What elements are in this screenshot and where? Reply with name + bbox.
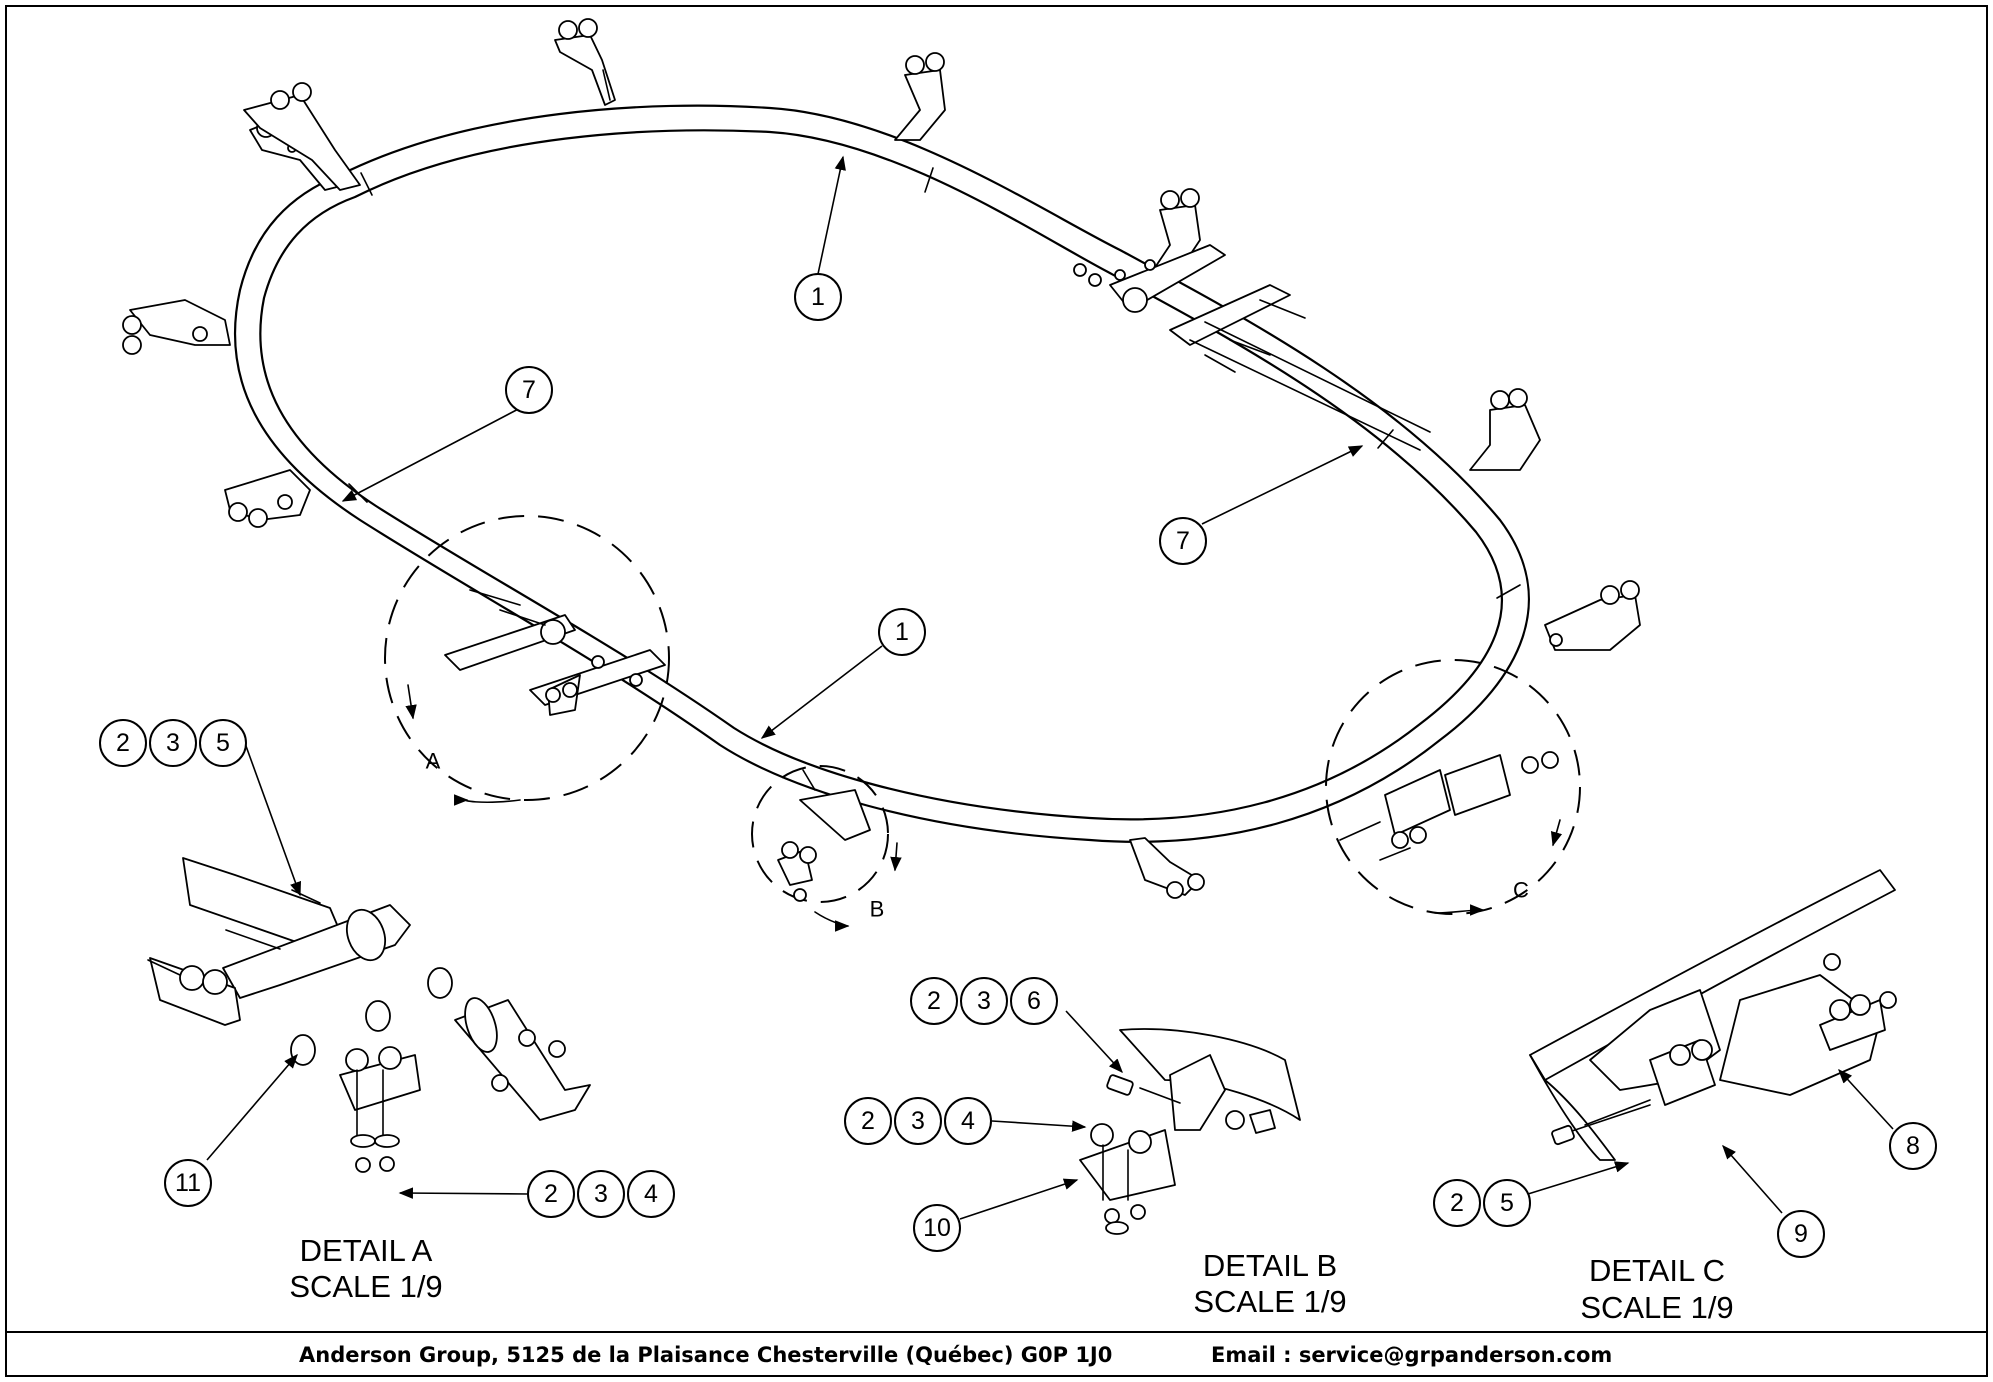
svg-text:2: 2 (927, 987, 941, 1015)
svg-text:3: 3 (911, 1107, 925, 1135)
balloon-group-c-left: 2 5 (1433, 1179, 1531, 1227)
view-arrow-a2 (454, 794, 521, 806)
svg-text:2: 2 (116, 729, 130, 757)
lower-crossbar-assembly (444, 589, 666, 716)
view-arrow-b (890, 842, 902, 872)
main-oval-rail (233, 104, 1530, 843)
svg-text:4: 4 (961, 1107, 975, 1135)
balloon-7-left: 7 (505, 366, 553, 414)
svg-text:3: 3 (594, 1180, 608, 1208)
balloon-group-a-bottom: 2 3 4 (527, 1170, 675, 1218)
upper-crossbar-assembly (1073, 244, 1431, 451)
svg-text:1: 1 (895, 618, 909, 646)
balloon-group-a-top: 2 3 5 (99, 719, 247, 767)
detail-c-parts-main (1339, 751, 1559, 861)
sheet-border (5, 5, 1988, 1377)
svg-text:10: 10 (923, 1214, 951, 1242)
balloon-group-b-top: 2 3 6 (910, 977, 1058, 1025)
detail-circle-b (751, 765, 889, 903)
bracket-top-left-2 (243, 82, 361, 191)
svg-text:1: 1 (811, 283, 825, 311)
svg-text:6: 6 (1027, 987, 1041, 1015)
svg-text:3: 3 (166, 729, 180, 757)
footer-company-address: Anderson Group, 5125 de la Plaisance Che… (299, 1343, 1112, 1367)
detail-c-title: DETAIL C (1589, 1253, 1725, 1288)
svg-text:11: 11 (175, 1169, 201, 1197)
view-label-c: C (1513, 878, 1529, 903)
bracket-top-center (554, 18, 616, 106)
view-arrow-a (405, 684, 417, 720)
balloon-9: 9 (1777, 1210, 1825, 1258)
balloon-10: 10 (913, 1204, 961, 1252)
detail-a-scale: SCALE 1/9 (289, 1269, 442, 1304)
detail-b-parts-main (777, 789, 871, 902)
svg-text:5: 5 (216, 729, 230, 757)
detail-circle-a (384, 515, 670, 801)
svg-text:2: 2 (544, 1180, 558, 1208)
balloon-11: 11 (164, 1159, 212, 1207)
balloon-7-right: 7 (1159, 517, 1207, 565)
detail-a-title: DETAIL A (300, 1233, 433, 1268)
svg-text:7: 7 (522, 376, 536, 404)
balloon-group-b-mid: 2 3 4 (844, 1097, 992, 1145)
balloon-8: 8 (1889, 1122, 1937, 1170)
detail-a-view (147, 857, 591, 1173)
view-label-a: A (426, 749, 441, 774)
bracket-right-mid (1469, 388, 1541, 471)
bracket-right-lower (1544, 580, 1641, 651)
balloon-1-top: 1 (794, 273, 842, 321)
svg-text:2: 2 (861, 1107, 875, 1135)
detail-c-view (1529, 869, 1897, 1161)
view-arrow-c (1550, 819, 1563, 847)
rail-mount-brackets (122, 18, 1641, 899)
svg-text:4: 4 (644, 1180, 658, 1208)
bracket-left-lower (224, 469, 311, 528)
bracket-left-upper (122, 299, 231, 355)
detail-c-scale: SCALE 1/9 (1580, 1290, 1733, 1325)
svg-text:9: 9 (1794, 1220, 1808, 1248)
bracket-bottom-center (1129, 837, 1205, 899)
detail-b-title: DETAIL B (1203, 1248, 1337, 1283)
footer-email: Email : service@grpanderson.com (1211, 1343, 1612, 1367)
detail-b-scale: SCALE 1/9 (1193, 1284, 1346, 1319)
detail-b-view (1079, 1028, 1301, 1235)
svg-text:3: 3 (977, 987, 991, 1015)
view-label-b: B (870, 897, 885, 922)
view-arrow-b2 (814, 911, 850, 932)
view-arrow-c2 (1434, 904, 1485, 916)
svg-text:2: 2 (1450, 1189, 1464, 1217)
detail-circle-c (1325, 659, 1581, 915)
svg-text:7: 7 (1176, 527, 1190, 555)
svg-text:8: 8 (1906, 1132, 1920, 1160)
bracket-top-right-a (894, 52, 946, 141)
balloon-1-mid: 1 (878, 608, 926, 656)
svg-text:5: 5 (1500, 1189, 1514, 1217)
